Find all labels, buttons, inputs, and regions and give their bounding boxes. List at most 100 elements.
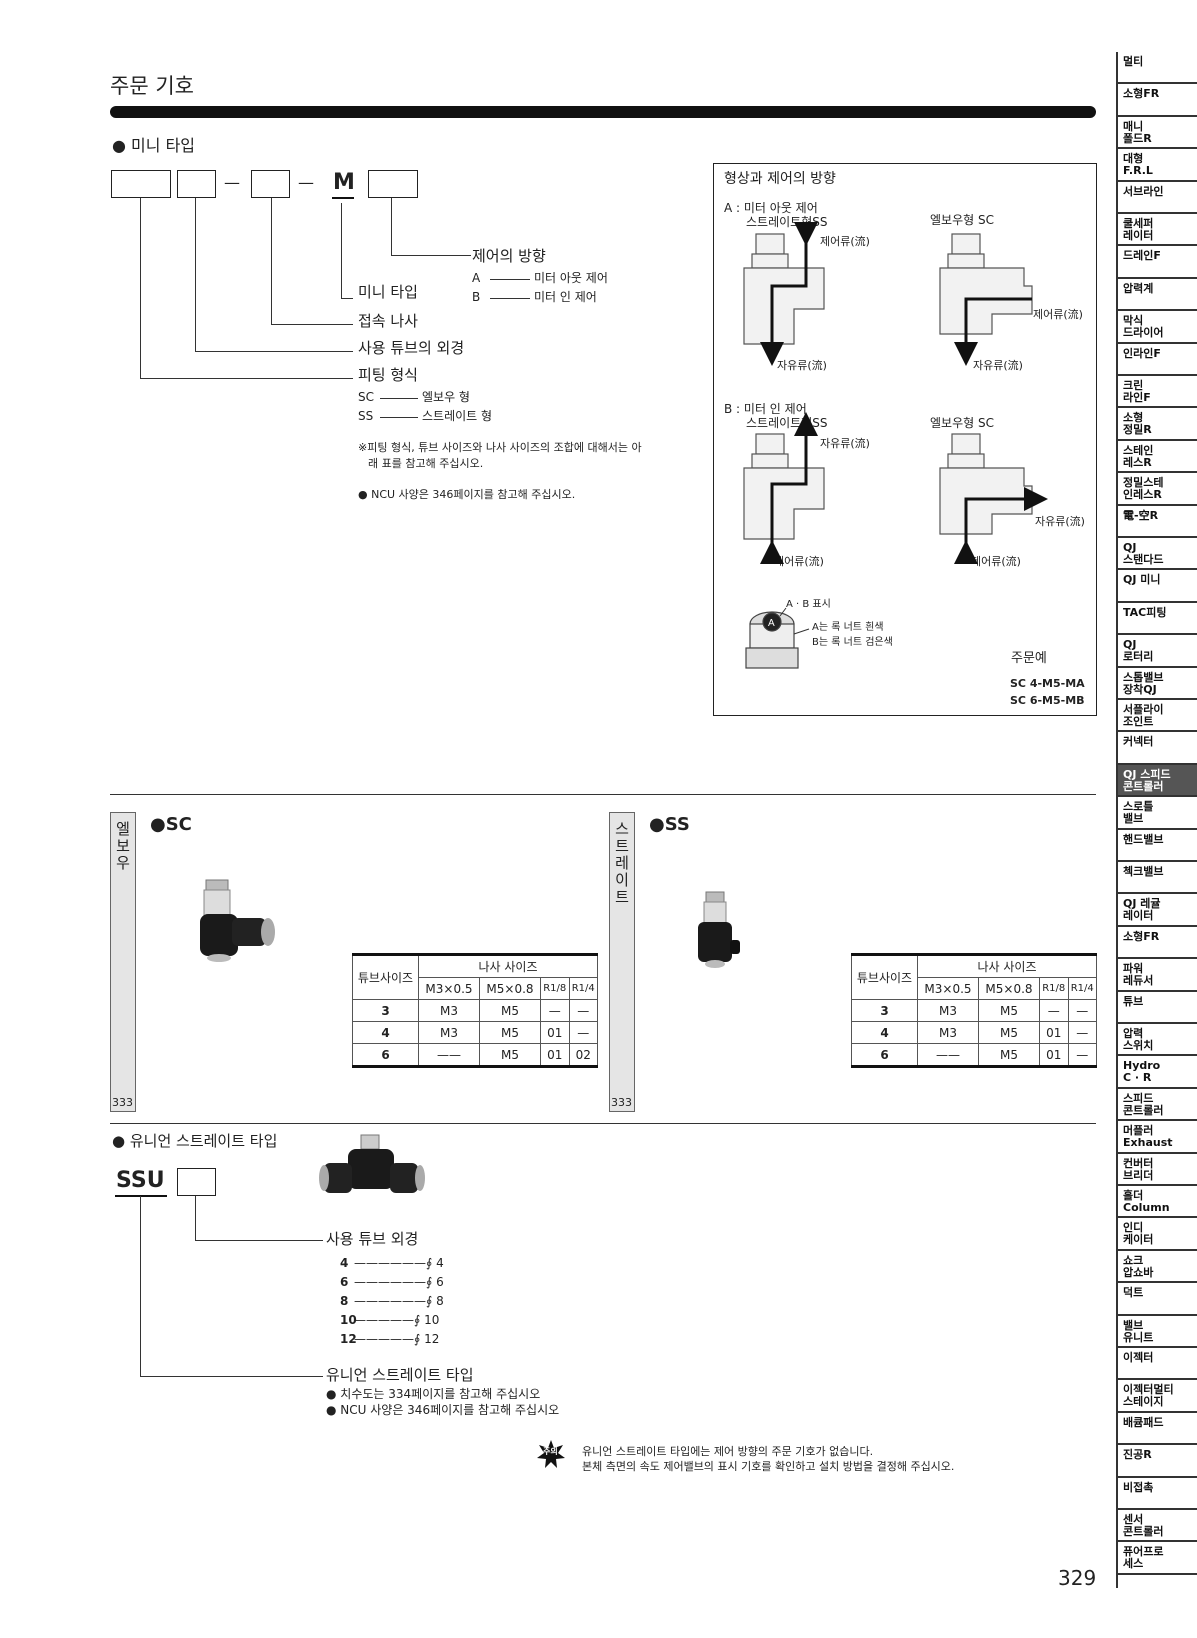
sidebar-item[interactable]: QJ 스피드 콘트롤러 [1118, 764, 1197, 798]
union-line-type-h [140, 1376, 323, 1377]
table-cell: 3 [352, 999, 419, 1022]
table-cell: M5 [479, 1043, 541, 1068]
sidebar-item[interactable]: QJ 미니 [1118, 570, 1197, 603]
sidebar-item[interactable]: 서브라인 [1118, 182, 1197, 214]
sidebar-item[interactable]: 머플러 Exhaust [1118, 1121, 1197, 1154]
list-item: 4——————∮ 4 [340, 1256, 444, 1270]
sidebar-item[interactable]: 소형 정밀R [1118, 408, 1197, 441]
a-elbow-fitting-icon [939, 233, 1033, 335]
ss-col-0: M3×0.5 [917, 977, 979, 1000]
sc-col-0: M3×0.5 [418, 977, 480, 1000]
sidebar-item[interactable]: 컨버터 브리더 [1118, 1154, 1197, 1186]
sidebar-item[interactable]: 홀더 Column [1118, 1186, 1197, 1219]
sidebar-item[interactable]: 스로틀 밸브 [1118, 797, 1197, 830]
tube-od-label: 사용 튜브의 외경 [358, 339, 465, 357]
sidebar-item[interactable]: 진공R [1118, 1445, 1197, 1478]
sidebar-item[interactable]: TAC피팅 [1118, 603, 1197, 636]
table-cell: 01 [1039, 1021, 1069, 1044]
sidebar-item-label: 컨버터 브리더 [1123, 1156, 1154, 1182]
b-straight-fitting-icon [743, 433, 825, 540]
sidebar-item[interactable]: 쿨세퍼 레이터 [1118, 214, 1197, 247]
sidebar-item[interactable]: 소형FR [1118, 84, 1197, 117]
sidebar-item[interactable]: 센서 콘트롤러 [1118, 1510, 1197, 1543]
sidebar-item[interactable]: 크린 라인F [1118, 376, 1197, 409]
table-row: 4 M3 M5 01 — [352, 1021, 598, 1044]
sidebar-item[interactable]: 핸드밸브 [1118, 830, 1197, 862]
ss-tube-header: 튜브사이즈 [851, 953, 918, 1000]
sidebar-item[interactable]: Hydro C · R [1118, 1056, 1197, 1089]
sidebar-item[interactable]: 인디 케이터 [1118, 1218, 1197, 1251]
panel-title: 형상과 제어의 방향 [724, 171, 836, 187]
dir-a-text: 미터 아웃 제어 [534, 271, 608, 285]
a-straight-fitting-icon [743, 233, 825, 345]
elbow-side-tab: 엘보우 333 [110, 812, 136, 1112]
sidebar-item[interactable]: 압력계 [1118, 279, 1197, 312]
ss-dash [380, 417, 418, 418]
sidebar-item-label: 압력 스위치 [1123, 1027, 1154, 1052]
sidebar-item[interactable]: 소형FR [1118, 927, 1197, 960]
sidebar-item[interactable]: 배큠패드 [1118, 1413, 1197, 1446]
a-straight-flow [760, 222, 818, 366]
panel-a-elbow-free: 자유류(流) [973, 359, 1023, 372]
sidebar-item-label: 매니 폴드R [1123, 119, 1152, 145]
union-code-box [177, 1168, 216, 1196]
straight-side-tab: 스트레이트 333 [609, 812, 635, 1112]
sidebar-item-label: 배큠패드 [1123, 1415, 1164, 1429]
sidebar-item[interactable]: 대형 F.R.L [1118, 149, 1197, 182]
sidebar-item-label: 이젝터멀티 스테이지 [1123, 1383, 1174, 1409]
sidebar-item[interactable]: 스테인 레스R [1118, 441, 1197, 474]
sidebar-item-label: QJ 로터리 [1123, 638, 1154, 664]
sidebar-item[interactable]: 쇼크 압쇼바 [1118, 1251, 1197, 1284]
sc-dash [380, 398, 418, 399]
ss-col-3: R1/4 [1067, 977, 1097, 1000]
union-tube-label: 사용 튜브 외경 [326, 1230, 419, 1248]
sc-tube-header: 튜브사이즈 [352, 953, 419, 1000]
sidebar-item-label: 커넥터 [1123, 735, 1154, 749]
sidebar-item[interactable]: 電-空R [1118, 506, 1197, 538]
sidebar-item[interactable]: 매니 폴드R [1118, 117, 1197, 150]
sc-col-3: R1/4 [568, 977, 598, 1000]
sidebar-item[interactable]: 드레인F [1118, 246, 1197, 279]
table-cell: 01 [1039, 1043, 1069, 1068]
sidebar-item[interactable]: 파워 레듀서 [1118, 959, 1197, 992]
sidebar-item[interactable]: 튜브 [1118, 992, 1197, 1024]
sidebar-item[interactable]: 정밀스테 인레스R [1118, 473, 1197, 506]
sidebar-item-label: 퓨어프로 세스 [1123, 1545, 1164, 1571]
sidebar-item[interactable]: 퓨어프로 세스 [1118, 1542, 1197, 1575]
sidebar-item[interactable]: 스톱밸브 장착QJ [1118, 668, 1197, 700]
sidebar-item-label: 스로틀 밸브 [1123, 800, 1154, 826]
caution-badge-text: 주의 [543, 1447, 558, 1456]
sidebar-item-label: 첵크밸브 [1123, 865, 1164, 878]
sc-text: 엘보우 형 [422, 390, 470, 404]
list-item: 8——————∮ 8 [340, 1294, 444, 1308]
sidebar-item[interactable]: QJ 레귤 레이터 [1118, 894, 1197, 927]
ss-col-2: R1/8 [1039, 977, 1069, 1000]
sidebar-item[interactable]: QJ 스탠다드 [1118, 538, 1197, 571]
sidebar-item-label: QJ 레귤 레이터 [1123, 897, 1161, 923]
sidebar-item[interactable]: 커넥터 [1118, 732, 1197, 765]
sidebar-item[interactable]: 스피드 콘트롤러 [1118, 1089, 1197, 1122]
sidebar-item[interactable]: 서플라이 조인트 [1118, 700, 1197, 733]
sidebar-item[interactable]: 압력 스위치 [1118, 1024, 1197, 1057]
sidebar-item[interactable]: 덕트 [1118, 1283, 1197, 1316]
table-row: 6 —— M5 01 02 [352, 1043, 598, 1068]
sidebar-item[interactable]: 비접촉 [1118, 1478, 1197, 1510]
code-box-direction [368, 170, 418, 198]
sidebar-item[interactable]: 이젝터멀티 스테이지 [1118, 1380, 1197, 1413]
union-type-label: 유니언 스트레이트 타입 [326, 1366, 474, 1384]
sidebar-item[interactable]: 인라인F [1118, 344, 1197, 376]
thread-label: 접속 나사 [358, 312, 418, 330]
table-cell: 6 [851, 1043, 918, 1068]
sidebar-item[interactable]: 멀티 [1118, 52, 1197, 85]
sidebar-item[interactable]: 첵크밸브 [1118, 862, 1197, 895]
dir-b-dash [490, 298, 530, 299]
line-tube [195, 198, 196, 351]
sidebar-item[interactable]: 이젝터 [1118, 1348, 1197, 1381]
sidebar-item-label: 핸드밸브 [1123, 832, 1164, 846]
direction-panel: 형상과 제어의 방향 A : 미터 아웃 제어 스트레이트형SS 엘보우형 SC… [713, 163, 1097, 716]
dir-b-text: 미터 인 제어 [534, 290, 597, 304]
sidebar-item[interactable]: QJ 로터리 [1118, 635, 1197, 668]
sidebar-item[interactable]: 막식 드라이어 [1118, 311, 1197, 344]
sidebar-item[interactable]: 밸브 유니트 [1118, 1316, 1197, 1348]
sidebar-item-label: 소형 정밀R [1123, 411, 1152, 437]
